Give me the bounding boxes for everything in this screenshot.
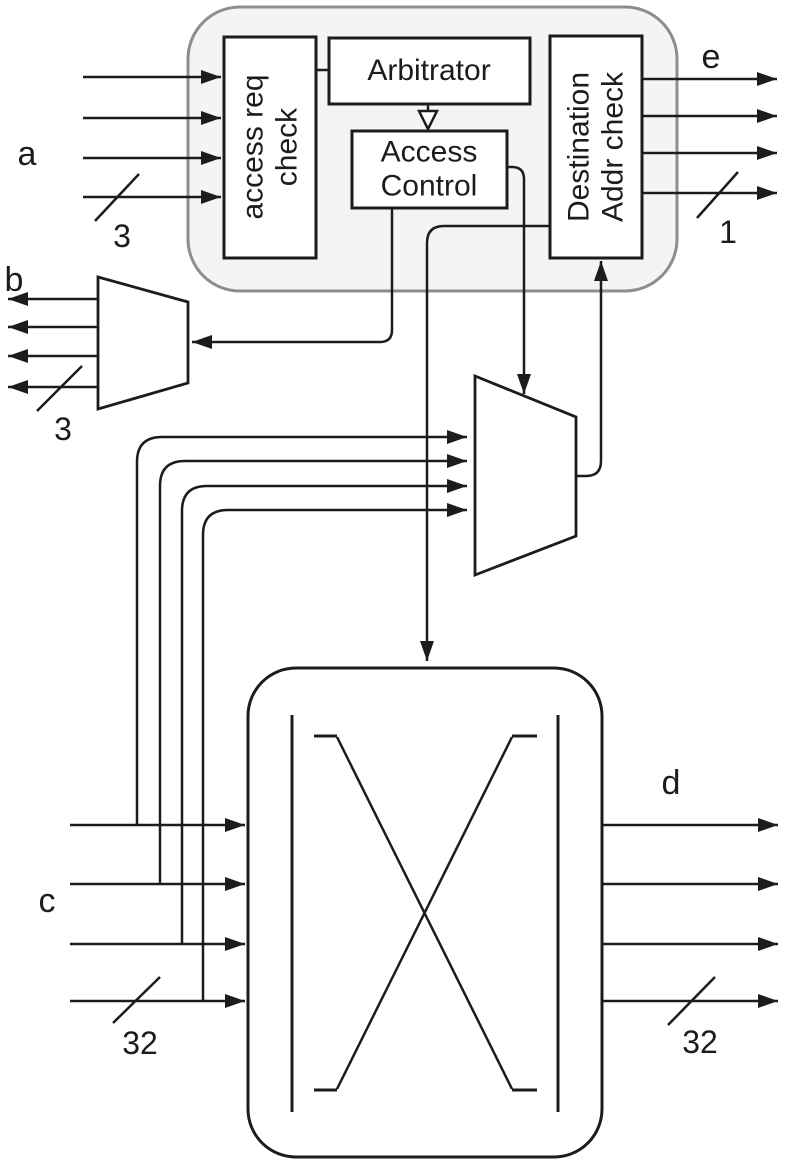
port-c-label: c — [39, 882, 56, 920]
port-b-label: b — [5, 261, 24, 299]
port-e-label: e — [702, 38, 721, 76]
port-e-bus-width: 1 — [719, 215, 737, 251]
destination-addr-check-label: Destination Addr check — [562, 72, 629, 222]
port-d-arrows — [602, 825, 778, 1025]
port-a-bus-width: 3 — [113, 219, 131, 255]
port-c-arrows — [70, 825, 245, 1023]
port-c-bus-width: 32 — [122, 1026, 158, 1062]
port-a-label: a — [18, 135, 37, 173]
port-e-bus-slash-icon — [697, 172, 738, 218]
arbitrator-label: Arbitrator — [367, 54, 490, 88]
access-control-label: Access Control — [381, 135, 478, 202]
port-b-bus-width: 3 — [54, 412, 72, 448]
port-d-bus-width: 32 — [682, 1025, 718, 1061]
mux-trapezoid — [475, 376, 576, 575]
port-b-arrows — [8, 299, 98, 411]
demux-trapezoid — [98, 277, 188, 409]
access-req-check-label: access req check — [236, 74, 303, 219]
port-d-label: d — [662, 764, 681, 802]
port-b-bus-slash-icon — [37, 366, 82, 411]
mux-output-to-destcheck — [576, 261, 601, 476]
